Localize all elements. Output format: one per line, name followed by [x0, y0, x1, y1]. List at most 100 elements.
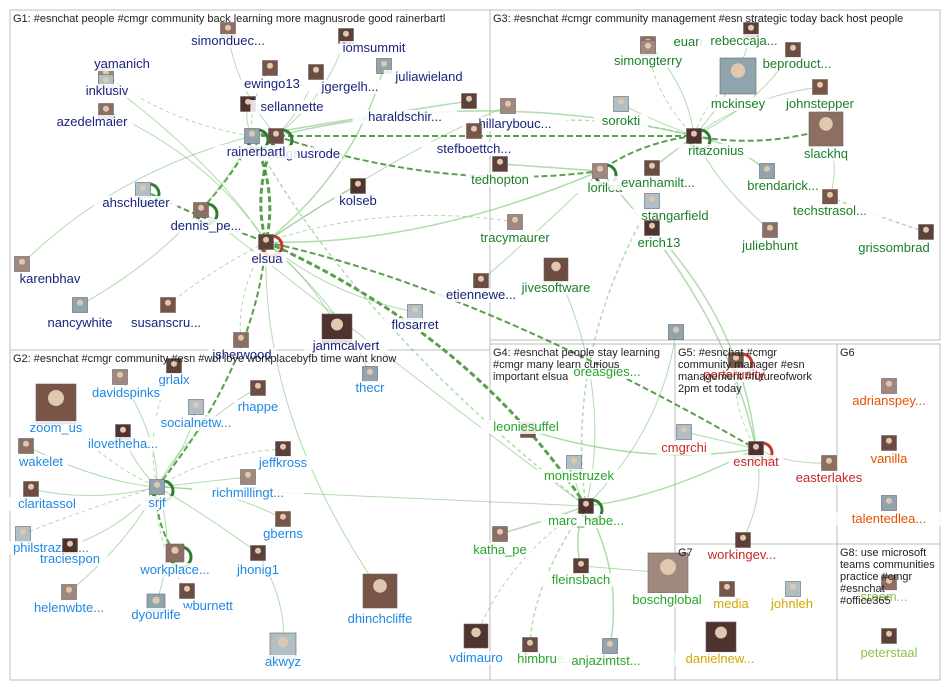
node-srjf[interactable]: srjf [140, 479, 175, 511]
group-label-g7: G7 [678, 547, 693, 559]
node-juliebhunt[interactable]: juliebhunt [732, 222, 808, 254]
node-ewingo13[interactable]: ewingo13 [241, 60, 303, 92]
avatar-face [923, 226, 929, 233]
node-label-bg [469, 543, 531, 557]
node-monistruzek[interactable]: monistruzek [537, 455, 621, 484]
node-mckinsey[interactable]: mckinsey [707, 57, 769, 111]
node-porterunity[interactable]: porterunity [692, 352, 776, 383]
node-traciespon[interactable]: traciespon [32, 538, 108, 567]
node-rainerbartl[interactable]: rainerbartl [214, 128, 298, 160]
node-workingev[interactable]: workingev... [696, 532, 788, 563]
avatar-face [681, 426, 687, 433]
node-etiennewe[interactable]: etiennewe... [435, 273, 527, 303]
node-beproduct[interactable]: beproduct... [751, 42, 843, 72]
node-azedelmaier[interactable]: azedelmaier [50, 103, 134, 130]
node-evanhamilt[interactable]: evanhamilt... [609, 160, 707, 191]
node-label: akwyz [265, 654, 301, 669]
node-elsua[interactable]: elsua [247, 234, 287, 267]
node-flosarret[interactable]: flosarret [380, 304, 450, 333]
node-jivesoftware[interactable]: jivesoftware [510, 257, 602, 295]
node-ilovetheha[interactable]: ilovetheha... [74, 424, 172, 452]
node-stefboettch[interactable]: stefboettch... [421, 123, 527, 157]
node-marc_habe[interactable]: marc_habe... [540, 498, 632, 529]
node-sellannette[interactable]: sellannette [240, 96, 334, 115]
node-wakelet[interactable]: wakelet [13, 438, 69, 470]
node-simongterry[interactable]: simongterry [606, 40, 690, 69]
node-ritazonius[interactable]: ritazonius [678, 128, 754, 159]
node-haraldschir[interactable]: haraldschir... [352, 93, 477, 125]
node-claritassol[interactable]: claritassol [5, 481, 89, 512]
node-johnleh[interactable]: johnleh [764, 581, 820, 612]
node-zoom_us[interactable]: zoom_us [28, 383, 84, 435]
node-label: mckinsey [711, 96, 766, 111]
node-slackhq[interactable]: slackhq [798, 111, 854, 161]
node-wburnett[interactable]: wburnett [177, 583, 239, 614]
node-easterlakes[interactable]: easterlakes [787, 455, 871, 486]
node-vdimauro[interactable]: vdimauro [445, 623, 507, 665]
node-socialnetw[interactable]: socialnetw... [147, 399, 245, 431]
node-rebeccaja[interactable]: rebeccaja... [698, 22, 790, 49]
node-oreasgies[interactable]: oreasgies... [561, 324, 684, 380]
node-fleinsbach[interactable]: fleinsbach [543, 558, 619, 588]
node-jsherwood[interactable]: jsherwood [207, 332, 277, 363]
node-peterstaal[interactable]: peterstaal [851, 628, 927, 661]
node-thecr[interactable]: thecr [350, 366, 390, 396]
node-sorokti[interactable]: sorokti [593, 96, 649, 129]
node-richmillingt[interactable]: richmillingt... [192, 469, 304, 501]
node-cmgrchi[interactable]: cmgrchi [656, 424, 712, 456]
node-danielnew[interactable]: danielnew... [674, 621, 766, 666]
node-label-bg [207, 348, 277, 362]
group-label-g1: G1: #esnchat people #cmgr community back… [13, 13, 445, 25]
node-jeffkross[interactable]: jeffkross [248, 441, 318, 471]
avatar-face [67, 540, 73, 547]
node-helenwbte[interactable]: helenwbte... [23, 584, 115, 616]
node-tracymaurer[interactable]: tracymaurer [473, 214, 557, 246]
node-leoniesuffel[interactable]: leoniesuffel [480, 419, 572, 438]
node-label-bg [557, 654, 655, 668]
node-talentedlea[interactable]: talentedlea... [836, 495, 942, 527]
node-kolseb[interactable]: kolseb [334, 178, 382, 209]
node-label-bg [728, 455, 784, 469]
node-jgergelh[interactable]: jgergelh... [308, 64, 392, 95]
node-dyourlife[interactable]: dyourlife [121, 593, 191, 622]
node-adrianspey[interactable]: adrianspey... [840, 378, 938, 409]
node-susanscru[interactable]: susanscru... [120, 297, 212, 331]
node-juliawieland[interactable]: juliawieland [376, 58, 475, 85]
node-label-bg [150, 373, 198, 387]
node-nancywhite[interactable]: nancywhite [42, 297, 118, 331]
node-gberns[interactable]: gberns [259, 511, 307, 542]
node-johnstepper[interactable]: johnstepper [778, 79, 862, 112]
node-dennis_pe[interactable]: dennis_pe... [160, 202, 252, 234]
node-akwyz[interactable]: akwyz [263, 632, 303, 669]
node-erich13[interactable]: erich13 [631, 220, 687, 251]
node-inklusiv[interactable]: inklusiv [76, 74, 138, 99]
avatar-face [649, 222, 655, 229]
node-hillarybouc[interactable]: hillarybouc... [462, 98, 568, 132]
node-janmcalvert[interactable]: janmcalvert [304, 313, 388, 353]
node-boschglobal[interactable]: boschglobal [625, 552, 709, 607]
node-grissombrad[interactable]: grissombrad [852, 224, 936, 256]
node-grlalx[interactable]: grlalx [150, 358, 198, 388]
node-iomsummit[interactable]: iomsummit [338, 28, 409, 56]
node-anjazimtst[interactable]: anjazimtst... [557, 638, 655, 669]
node-workplace[interactable]: workplace... [129, 543, 221, 577]
node-stangarfield[interactable]: stangarfield [629, 193, 721, 224]
node-brendarick[interactable]: brendarick... [734, 163, 832, 194]
avatar-face [280, 513, 286, 520]
node-simonduec[interactable]: simonduec... [182, 22, 274, 49]
node-label-bg [234, 400, 282, 414]
node-sroom[interactable]: sroom... [853, 575, 915, 605]
node-vanilla[interactable]: vanilla [861, 435, 917, 467]
node-karenbhav[interactable]: karenbhav [14, 256, 85, 287]
node-ahschlueter[interactable]: ahschlueter [94, 182, 178, 211]
node-techstrasol[interactable]: techstrasol... [777, 189, 883, 219]
node-tedhopton[interactable]: tedhopton [465, 156, 535, 188]
node-jhonig1[interactable]: jhonig1 [230, 545, 286, 578]
node-esnchat[interactable]: esnchat [728, 441, 784, 470]
node-rhappe[interactable]: rhappe [234, 380, 282, 415]
node-label: johnstepper [785, 96, 855, 111]
node-media[interactable]: media [711, 581, 751, 612]
node-dhinchcliffe[interactable]: dhinchcliffe [334, 573, 426, 626]
node-davidspinks[interactable]: davidspinks [84, 369, 168, 401]
node-katha_pe[interactable]: katha_pe [469, 526, 531, 558]
